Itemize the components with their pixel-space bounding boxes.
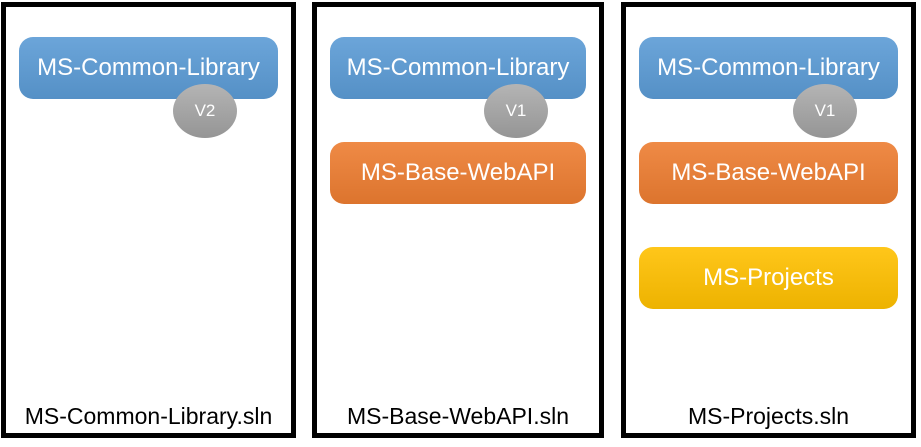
solution-filename-label: MS-Projects.sln [687, 403, 850, 429]
solution-panel-ms-common-library: MS-Common-Library V2 MS-Common-Library.s… [1, 2, 296, 438]
version-badge: V1 [793, 84, 857, 138]
solution-filename-label: MS-Base-WebAPI.sln [347, 403, 569, 429]
version-badge-label: V1 [814, 101, 836, 120]
solution-panel-ms-base-webapi: MS-Common-Library V1 MS-Base-WebAPI MS-B… [312, 2, 604, 438]
block-ms-common-library: MS-Common-Library [639, 37, 898, 99]
version-badge: V2 [173, 84, 237, 138]
block-label: MS-Common-Library [37, 54, 260, 81]
version-badge-label: V2 [194, 101, 216, 120]
block-ms-base-webapi: MS-Base-WebAPI [639, 142, 898, 204]
block-label: MS-Base-WebAPI [360, 159, 556, 186]
block-label: MS-Projects [703, 264, 834, 291]
version-badge: V1 [484, 84, 548, 138]
solution-panel-ms-projects: MS-Common-Library V1 MS-Base-WebAPI MS-P… [621, 2, 916, 438]
version-badge-label: V1 [505, 101, 527, 120]
block-ms-common-library: MS-Common-Library [19, 37, 278, 99]
solution-filename-label: MS-Common-Library.sln [24, 403, 273, 429]
block-label: MS-Common-Library [346, 54, 570, 81]
block-ms-base-webapi: MS-Base-WebAPI [330, 142, 586, 204]
block-ms-common-library: MS-Common-Library [330, 37, 586, 99]
block-label: MS-Base-WebAPI [671, 159, 866, 186]
block-label: MS-Common-Library [657, 54, 880, 81]
block-ms-projects: MS-Projects [639, 247, 898, 309]
